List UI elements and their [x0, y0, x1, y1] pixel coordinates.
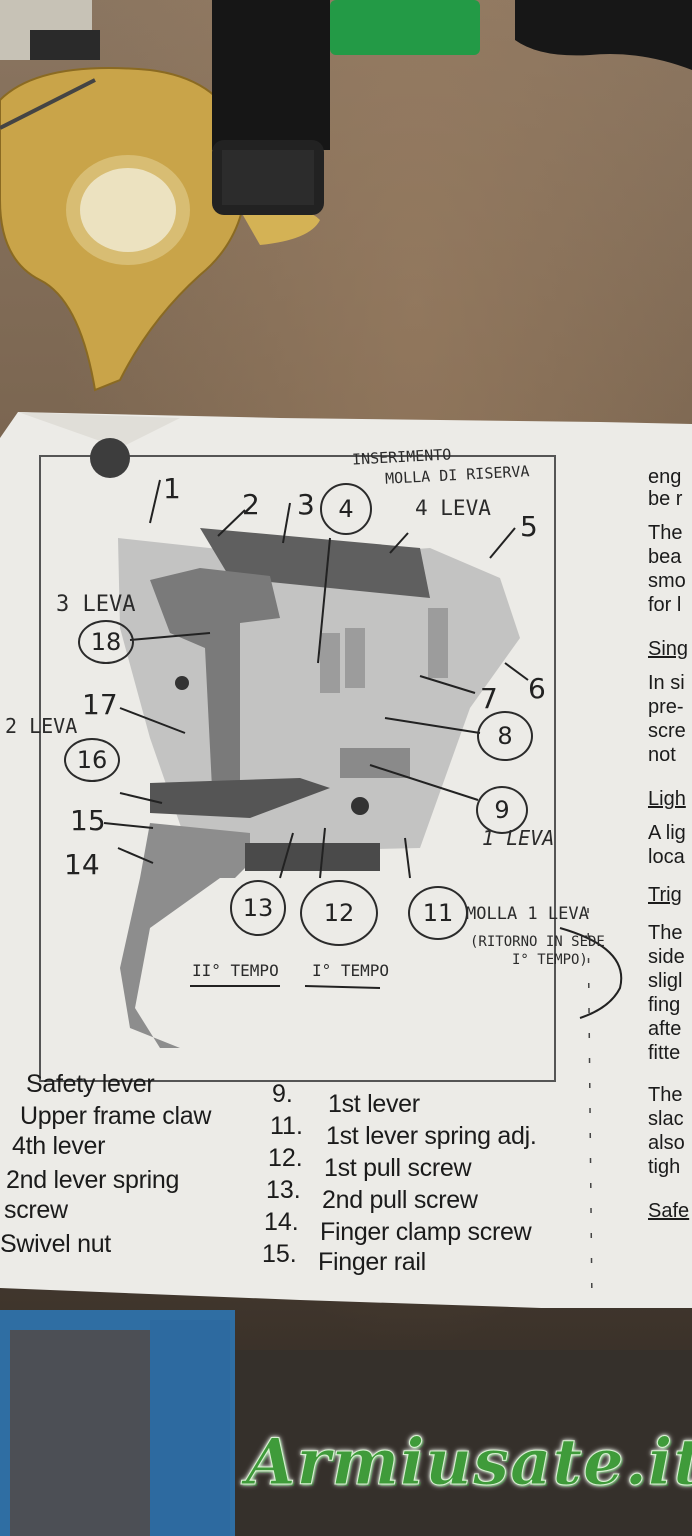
legend-right-item: 1st pull screw [324, 1154, 472, 1182]
side-text-line: A lig [648, 822, 686, 844]
legend-left-item: 2nd lever spring [6, 1166, 180, 1194]
legend-right-number: 11. [270, 1112, 303, 1140]
sheet-drawing [0, 412, 692, 1308]
side-text-line: eng [648, 466, 682, 488]
legend-right-item: 1st lever [328, 1090, 420, 1118]
label-12: 12 [300, 880, 378, 946]
note-4-leva: 4 LEVA [415, 496, 491, 520]
legend-right-item: Finger clamp screw [320, 1218, 532, 1246]
legend-right-item: 2nd pull screw [322, 1186, 478, 1214]
black-cylinder [212, 0, 330, 215]
label-7: 7 [480, 682, 498, 715]
note-i-tempo: I° TEMPO [312, 961, 390, 980]
label-16: 16 [64, 738, 120, 782]
label-18: 18 [78, 620, 134, 664]
note-3-leva: 3 LEVA [56, 592, 136, 617]
side-text-line: fitte [648, 1042, 681, 1064]
legend-left-item: Safety lever [26, 1070, 155, 1098]
legend-right-number: 14. [264, 1208, 299, 1236]
side-text-line: The [648, 922, 683, 944]
side-text-heading: Sing [648, 638, 689, 660]
legend-right-number: 15. [262, 1240, 297, 1268]
label-8: 8 [477, 711, 533, 761]
label-4: 4 [320, 483, 372, 535]
side-text-heading: Ligh [648, 788, 686, 810]
legend-left-item: Upper frame claw [20, 1102, 212, 1130]
printed-sheet: 1 2 3 4 5 6 7 8 9 11 12 13 14 15 16 17 1… [0, 408, 692, 1308]
side-text-line: The [648, 1084, 683, 1106]
label-1: 1 [163, 472, 181, 505]
side-text-line: smo [648, 570, 686, 592]
side-text-line: sligl [648, 970, 683, 992]
side-text-column: eng be r The bea smo for l Sing In si pr… [644, 466, 692, 1296]
legend-left-item: Swivel nut [0, 1230, 111, 1258]
side-text-line: also [648, 1132, 685, 1154]
label-3: 3 [297, 488, 315, 521]
side-text-line: pre- [648, 696, 684, 718]
legend-left-item: screw [4, 1196, 68, 1224]
side-text-line: loca [648, 846, 685, 868]
bench-shadow [235, 1350, 692, 1536]
label-5: 5 [520, 510, 538, 543]
side-text-line: tigh [648, 1156, 681, 1178]
side-text-line: scre [648, 720, 686, 742]
note-molla-1-leva: MOLLA 1 LEVA [466, 904, 589, 924]
side-text-line: side [648, 946, 685, 968]
parts-legend: Safety lever Upper frame claw 4th lever … [0, 1060, 560, 1290]
note-2-leva: 2 LEVA [5, 714, 78, 738]
label-2: 2 [242, 488, 260, 521]
label-9: 9 [476, 786, 528, 834]
legend-right-number: 13. [266, 1176, 301, 1204]
scale-arm [0, 0, 100, 130]
side-text-line: In si [648, 672, 685, 694]
legend-left-item: 4th lever [12, 1132, 106, 1160]
brass-funnel [0, 67, 320, 392]
label-13: 13 [230, 880, 286, 936]
legend-right-number: 9. [272, 1080, 293, 1108]
side-text-line: for l [648, 594, 682, 616]
side-text-line: The [648, 522, 683, 544]
note-ritorno-in-sede: (RITORNO IN SEDE [470, 934, 605, 950]
side-text-line: slac [648, 1108, 684, 1130]
side-text-line: be r [648, 488, 683, 510]
legend-right-number: 12. [268, 1144, 303, 1172]
side-text-line: bea [648, 546, 682, 568]
side-text-heading: Safe [648, 1200, 690, 1222]
site-watermark: Armiusate.it [246, 1425, 692, 1501]
label-11: 11 [408, 886, 468, 940]
label-15: 15 [70, 804, 106, 837]
note-ii-tempo: II° TEMPO [192, 961, 279, 980]
blue-tray [0, 1310, 235, 1536]
label-6: 6 [528, 672, 546, 705]
black-handle [515, 0, 692, 70]
label-14: 14 [64, 848, 100, 881]
green-block [330, 0, 480, 55]
side-text-line: afte [648, 1018, 682, 1040]
legend-right-item: 1st lever spring adj. [326, 1122, 537, 1150]
side-text-line: fing [648, 994, 681, 1016]
note-1-leva: 1 LEVA [482, 826, 555, 850]
label-17: 17 [82, 688, 118, 721]
note-tempo-ritorno: I° TEMPO) [512, 952, 588, 968]
legend-right-item: Finger rail [318, 1248, 426, 1276]
side-text-line: not [648, 744, 676, 766]
side-text-heading: Trig [648, 884, 682, 906]
